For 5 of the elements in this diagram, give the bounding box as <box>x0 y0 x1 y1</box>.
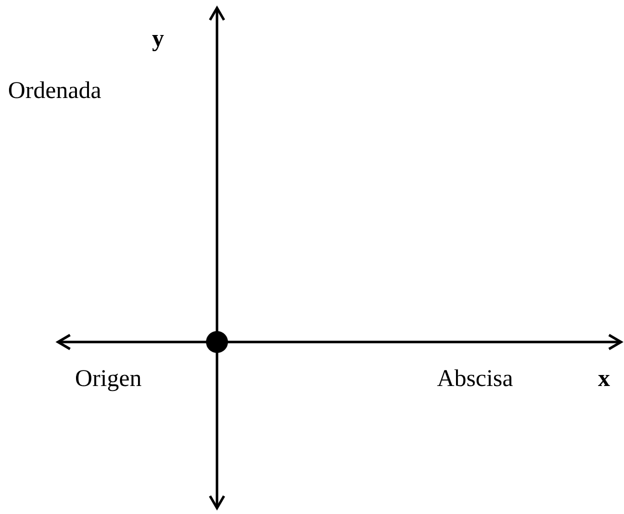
axis-label: x <box>598 365 610 394</box>
axis-label: Ordenada <box>8 77 102 106</box>
axis-label: y <box>152 25 164 54</box>
axis-label: Abscisa <box>437 365 513 394</box>
origin-label: Origen <box>75 365 142 394</box>
